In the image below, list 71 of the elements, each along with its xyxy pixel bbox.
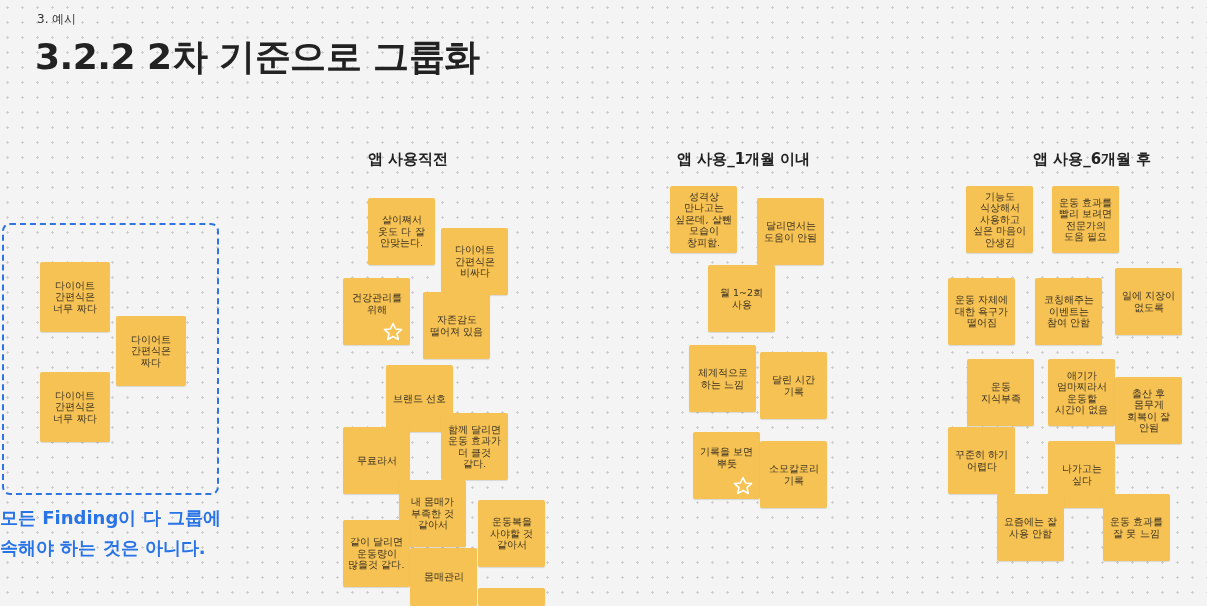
sticky-note	[40, 262, 110, 332]
note-text: 달린 시간 기록	[771, 374, 816, 397]
sticky-note	[760, 441, 827, 508]
note-text: 운동복을 사야할 것 같아서	[489, 516, 534, 551]
sticky-note	[966, 186, 1033, 253]
sticky-note	[997, 494, 1064, 561]
note-text: 운동 효과를 잘 못 느낌	[1109, 516, 1164, 539]
note-text: 출산 후 몸무게 회복이 잘 안됨	[1126, 387, 1171, 434]
note-text: 일에 지장이 없도록	[1121, 290, 1176, 313]
note-text: 기록을 보면 뿌듯	[699, 446, 754, 469]
sticky-note	[441, 228, 508, 295]
sticky-note	[693, 432, 760, 499]
note-text: 나가고는 싶다	[1060, 463, 1103, 486]
sticky-note	[1048, 441, 1115, 508]
dashed-group-box	[2, 223, 219, 495]
sticky-note	[1115, 268, 1182, 335]
sticky-note	[343, 278, 410, 345]
note-text: 월 1~2회 사용	[718, 287, 765, 310]
note-text: 기능도 식상해서 사용하고 싶은 마음이 안생김	[972, 190, 1027, 249]
note-text: 요즘에는 잘 사용 안함	[1003, 516, 1058, 539]
sticky-note	[478, 588, 545, 606]
page-title: 3.2.2 2차 기준으로 그룹화	[35, 35, 480, 79]
sticky-note	[1048, 359, 1115, 426]
note-text: 운동 지식부족	[979, 381, 1022, 404]
note-text: 성격상 만나고는 싶은데, 살뺀 모습이 창피함.	[674, 190, 733, 249]
column-heading: 앱 사용_6개월 후	[1033, 150, 1152, 169]
note-text: 같이 달리면 운동량이 많을것 같다.	[347, 536, 406, 571]
sticky-note	[708, 265, 775, 332]
sticky-note	[948, 278, 1015, 345]
sticky-note	[760, 352, 827, 419]
sticky-note	[410, 548, 477, 606]
note-text: 다이어트 간편식은 짜다	[130, 333, 172, 369]
sticky-note	[441, 413, 508, 480]
column-heading: 앱 사용직전	[368, 150, 449, 169]
sticky-note	[343, 520, 410, 587]
sticky-note	[757, 198, 824, 265]
sticky-note	[1052, 186, 1119, 253]
column-heading: 앱 사용_1개월 이내	[677, 150, 811, 169]
note-text: 운동 자체에 대한 욕구가 떨어짐	[954, 294, 1009, 329]
note-text: 애기가 엄마찌라서 운동할 시간이 없음	[1054, 369, 1109, 416]
note-text: 소모칼로리 기록	[767, 463, 820, 486]
sticky-note	[423, 292, 490, 359]
note-text: 살이쪄서 옷도 다 잘 안맞는다.	[377, 214, 426, 249]
note-text: 다이어트 간편식은 비싸다	[453, 244, 496, 279]
note-text: 브랜드 선호	[393, 392, 446, 405]
note-text: 운동 효과를 빨리 보려면 전문가의 도움 필요	[1058, 196, 1113, 243]
note-text: 다이어트 간편식은 너무 짜다	[52, 279, 98, 315]
note-text: 다이어트 간편식은 너무 짜다	[52, 389, 98, 425]
sticky-note	[478, 500, 545, 567]
note-text: 함께 달리면 운동 효과가 더 클것 같다.	[447, 423, 502, 470]
note-text: 내 몸매가 부족한 것 같아서	[410, 496, 455, 531]
note-text: 자존감도 떨어져 있음	[429, 314, 484, 337]
note-text: 체계적으로 하는 느낌	[696, 367, 749, 390]
sticky-note	[967, 359, 1034, 426]
note-text: 꾸준히 하기 어렵다	[954, 449, 1009, 472]
note-text: 무료라서	[356, 454, 397, 467]
sticky-note	[689, 345, 756, 412]
caption-note: 모든 Finding이 다 그룹에 속해야 하는 것은 아니다.	[0, 506, 222, 560]
section-label: 3. 예시	[37, 11, 77, 28]
note-text: 달리면서는 도움이 안됨	[763, 220, 818, 243]
sticky-note	[40, 372, 110, 442]
sticky-note	[343, 427, 410, 494]
note-text: 몸매관리	[423, 571, 464, 583]
sticky-note	[948, 427, 1015, 494]
sticky-note	[1103, 494, 1170, 561]
sticky-note	[116, 316, 186, 386]
sticky-note	[368, 198, 435, 265]
sticky-note	[1115, 377, 1182, 444]
sticky-note	[1035, 278, 1102, 345]
note-text: 코칭해주는 이벤트는 참여 안함	[1042, 294, 1095, 329]
note-text: 건강관리를 위해	[350, 292, 403, 315]
